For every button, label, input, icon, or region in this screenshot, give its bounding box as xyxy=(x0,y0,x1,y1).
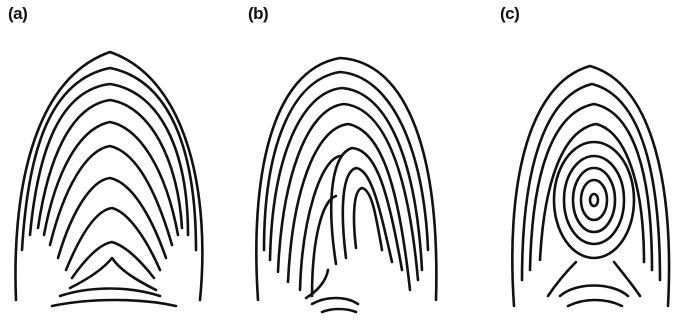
whorl-ridge xyxy=(560,286,628,297)
loop-ridge xyxy=(312,298,358,304)
loop-ridge xyxy=(264,72,428,250)
arch-ridge xyxy=(58,178,166,258)
whorl-core-ring xyxy=(581,180,607,220)
loop-core xyxy=(354,188,382,250)
loop-ridge xyxy=(322,309,356,312)
loop-ridge xyxy=(278,104,418,280)
loop-fingerprint xyxy=(256,58,436,312)
whorl-core-ring xyxy=(573,168,615,232)
loop-core xyxy=(343,168,392,262)
arch-fingerprint xyxy=(15,52,202,306)
whorl-delta xyxy=(548,262,576,296)
loop-delta xyxy=(306,270,328,298)
whorl-fingerprint xyxy=(512,66,669,306)
whorl-ridge xyxy=(540,124,644,262)
whorl-ridge xyxy=(568,300,622,306)
whorl-core-ring xyxy=(554,142,634,258)
whorl-ridge xyxy=(522,84,660,280)
whorl-core-ring xyxy=(590,194,598,206)
arch-ridge xyxy=(22,68,196,250)
arch-ridge xyxy=(52,300,176,306)
arch-ridge xyxy=(60,289,160,297)
